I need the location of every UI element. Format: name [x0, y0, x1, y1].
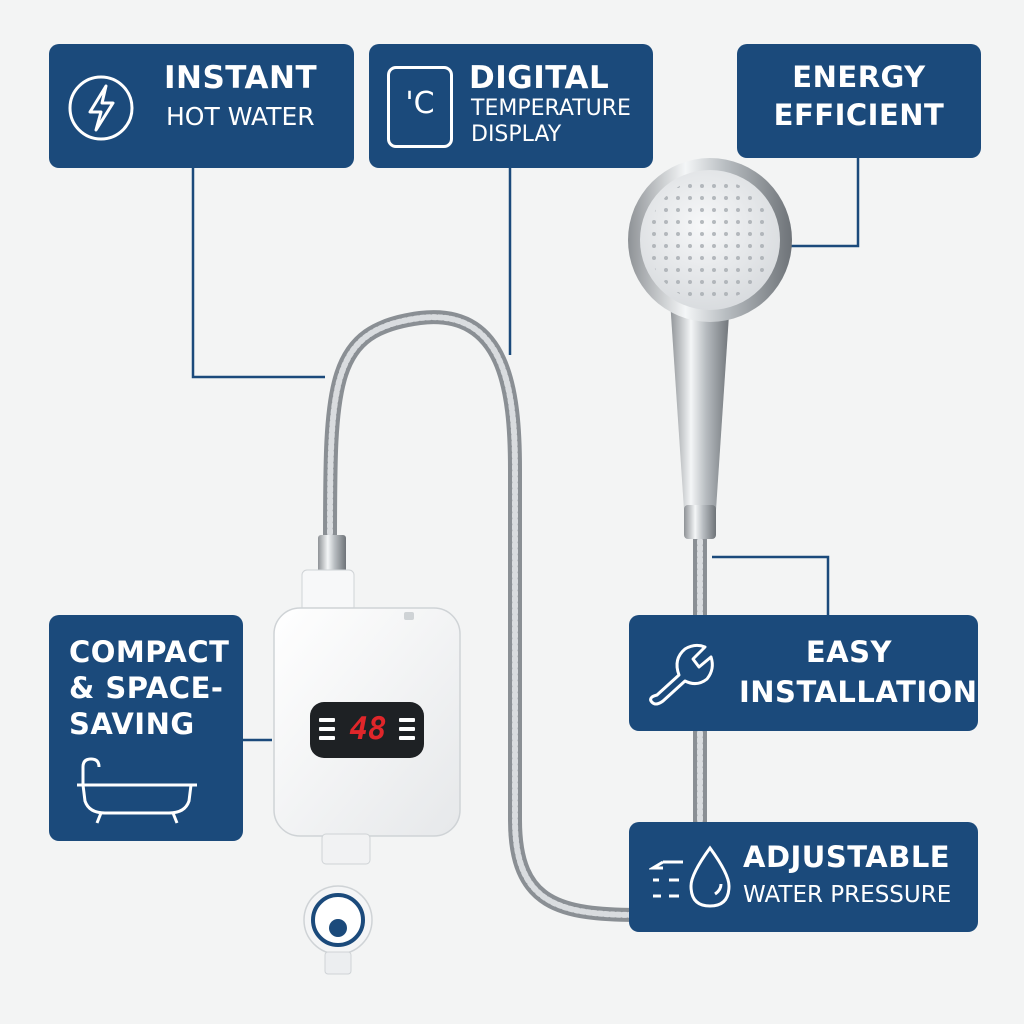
- feature-title: DIGITAL: [469, 60, 610, 96]
- feature-subtitle: HOT WATER: [166, 102, 315, 131]
- feature-instant-hot-water: INSTANT HOT WATER: [49, 44, 354, 168]
- lightning-icon: [65, 72, 137, 148]
- feature-compact: COMPACT & SPACE- SAVING: [49, 615, 243, 841]
- feature-title: INSTANT: [164, 60, 318, 96]
- feature-title: EASY: [805, 635, 893, 669]
- bathtub-icon: [75, 755, 199, 831]
- feature-title: ADJUSTABLE: [743, 840, 951, 874]
- celsius-icon: 'C: [387, 66, 453, 148]
- water-drop-icon: [685, 844, 735, 914]
- leader-lines: [191, 158, 860, 742]
- heater-display-value: 48: [349, 711, 387, 747]
- feature-easy-installation: EASY INSTALLATION: [629, 615, 978, 731]
- feature-subtitle: EFFICIENT: [773, 98, 945, 132]
- pressure-lines-icon: [647, 858, 685, 906]
- feature-subtitle-2: DISPLAY: [471, 122, 562, 147]
- feature-title: ENERGY: [792, 60, 926, 94]
- feature-title: COMPACT: [69, 635, 230, 669]
- wrench-icon: [645, 637, 725, 715]
- shower-head: [628, 158, 792, 539]
- feature-subtitle: TEMPERATURE: [471, 96, 631, 121]
- feature-subtitle: WATER PRESSURE: [743, 882, 952, 908]
- feature-adjustable-pressure: ADJUSTABLE WATER PRESSURE: [629, 822, 978, 932]
- feature-subtitle: INSTALLATION: [739, 675, 978, 709]
- feature-energy-efficient: ENERGY EFFICIENT: [737, 44, 981, 158]
- feature-subtitle: & SPACE-: [69, 671, 224, 705]
- feature-subtitle-2: SAVING: [69, 707, 195, 741]
- water-heater-unit: [273, 535, 461, 975]
- feature-digital-display: 'C DIGITAL TEMPERATURE DISPLAY: [369, 44, 653, 168]
